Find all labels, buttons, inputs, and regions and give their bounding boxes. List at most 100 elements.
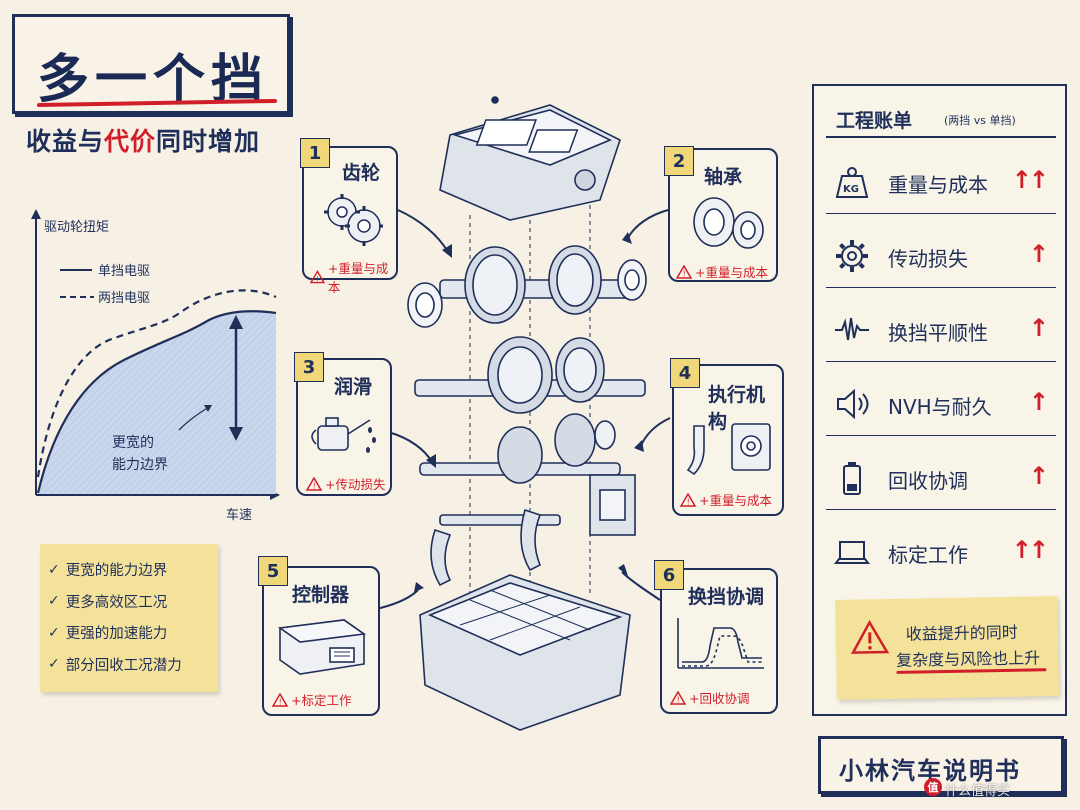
card-title: 齿轮	[342, 162, 381, 184]
arrow-card-1	[397, 209, 449, 253]
svg-text:!: !	[313, 481, 316, 490]
x-axis-label: 车速	[226, 507, 252, 523]
card-cost: ! +重量与成本	[310, 258, 396, 296]
bill-row-label: 换挡平顺性	[888, 321, 988, 345]
waveform-icon	[835, 317, 869, 341]
gear-shaft-1	[407, 245, 647, 328]
card-number-badge: 2	[664, 146, 694, 176]
warning-icon: !	[272, 692, 288, 707]
card-cost: ! +回收协调	[670, 688, 749, 707]
benefit-label: 更宽的能力边界	[65, 563, 168, 580]
bill-row-label: 传动损失	[888, 247, 968, 271]
check-icon: ✓	[48, 624, 60, 641]
benefit-item: ✓ 更强的加速能力	[48, 617, 210, 649]
controller-icon	[277, 619, 367, 675]
card-number-badge: 1	[300, 138, 330, 168]
benefit-item: ✓更多高效区工况	[48, 586, 210, 618]
card-controller: 控制器 ! +标定工作	[262, 566, 380, 716]
y-axis-label: 驱动轮扭矩	[44, 220, 109, 235]
card-number-badge: 5	[258, 556, 288, 586]
card-actuator: 执行机构 ! +重量与成本	[672, 364, 784, 516]
bill-subtitle: (两挡 vs 单挡)	[944, 114, 1016, 127]
arrow-card-4	[639, 417, 671, 449]
range-arrow-top	[229, 315, 243, 329]
card-title: 执行机构	[708, 384, 766, 433]
two-gear-curve	[36, 289, 277, 478]
bill-warning-note: 收益提升的同时 复杂度与风险也上升	[835, 596, 1059, 700]
bill-row-regen-coordination: 回收协调 ↑	[826, 448, 1056, 510]
legend-dual-label: 两挡电驱	[98, 291, 150, 306]
arrow-card-6	[621, 571, 661, 601]
benefit-label: 部分回收工况潜力	[65, 657, 182, 674]
lower-housing	[419, 574, 631, 731]
svg-text:!: !	[683, 269, 686, 278]
card-number-badge: 4	[670, 358, 700, 388]
card-cost: ! +标定工作	[272, 690, 351, 709]
arrow-card-2	[627, 209, 669, 239]
warning-icon: !	[310, 270, 325, 284]
svg-text:!: !	[316, 274, 319, 283]
card-cost: ! +重量与成本	[676, 262, 768, 281]
warning-line-2: 复杂度与风险也上升	[896, 648, 1041, 670]
torque-chart: 驱动轮扭矩 单挡电驱 两挡电驱 更宽的 能力边界 车速	[31, 209, 280, 523]
laptop-icon	[834, 541, 870, 564]
speaker-icon	[837, 388, 869, 420]
bearing-icon	[693, 197, 764, 249]
warning-icon	[850, 619, 890, 654]
card-cost: ! +传动损失	[306, 474, 385, 493]
svg-text:!: !	[279, 697, 282, 706]
bill-row-arrow: ↑↑	[1011, 166, 1049, 194]
range-arrow-bottom	[229, 427, 243, 441]
card-title: 润滑	[334, 376, 373, 398]
bill-title: 工程账单	[836, 110, 913, 132]
bill-row-weight-cost: KG 重量与成本 ↑↑	[826, 152, 1056, 214]
subtitle-part-3: 同时增加	[156, 127, 261, 156]
subtitle-part-1: 收益与	[26, 127, 105, 156]
card-number-badge: 3	[294, 352, 324, 382]
bill-row-nvh-durability: NVH与耐久 ↑	[826, 374, 1056, 436]
subtitle-part-2: 代价	[104, 127, 157, 156]
bill-row-calibration: 标定工作 ↑↑	[826, 522, 1056, 584]
gear-shaft-2	[414, 336, 646, 414]
actuator-icon	[686, 423, 771, 476]
bill-row-arrow: ↑	[1028, 240, 1049, 268]
shift-forks	[430, 474, 636, 587]
single-gear-curve	[36, 310, 277, 494]
card-cost: ! +重量与成本	[680, 490, 772, 509]
oil-can-icon	[311, 417, 376, 453]
benefit-label: 更强的加速能力	[65, 626, 168, 643]
svg-text:!: !	[687, 497, 690, 506]
bill-row-label: 回收协调	[888, 469, 968, 493]
subtitle: 收益与代价同时增加	[26, 122, 260, 158]
title-box: 多一个挡	[12, 14, 290, 114]
battery-icon	[843, 462, 861, 495]
capability-hatch	[38, 311, 276, 494]
annotation-line-2: 能力边界	[112, 457, 168, 473]
y-axis-arrow	[31, 209, 41, 219]
bill-row-arrow: ↑	[1028, 314, 1049, 342]
benefit-label: 更多高效区工况	[65, 594, 168, 611]
bill-row-transmission-loss: 传动损失 ↑	[826, 226, 1056, 288]
card-gears: 齿轮 ! +重量与成本	[302, 146, 398, 295]
card-shift-coordination: 换挡协调 ! +回收协调	[660, 568, 778, 714]
bill-row-label: 重量与成本	[888, 173, 988, 197]
check-icon: ✓	[48, 656, 60, 673]
benefit-item: ✓ 部分回收工况潜力	[48, 649, 210, 681]
warning-line-1: 收益提升的同时	[905, 622, 1018, 644]
card-title: 控制器	[292, 584, 350, 606]
card-lubrication: 润滑 ! +传动损失	[296, 358, 392, 496]
shift-curve-icon	[677, 618, 764, 669]
watermark-logo-icon: 值	[924, 778, 942, 796]
weight-icon: KG	[835, 167, 869, 198]
bill-row-shift-smoothness: 换挡平顺性 ↑	[826, 300, 1056, 362]
gear-icon	[836, 240, 868, 272]
gears-icon	[324, 194, 383, 246]
warning-icon: !	[306, 476, 322, 491]
arrow-card-3	[387, 431, 433, 463]
watermark-text: 什么值得买	[945, 784, 1011, 799]
annotation-arrow-head	[204, 405, 212, 412]
upper-housing	[439, 96, 621, 221]
warning-icon: !	[676, 264, 692, 279]
card-bearings: 轴承 ! +重量与成本	[668, 148, 778, 282]
annotation-line-1: 更宽的	[112, 434, 154, 451]
